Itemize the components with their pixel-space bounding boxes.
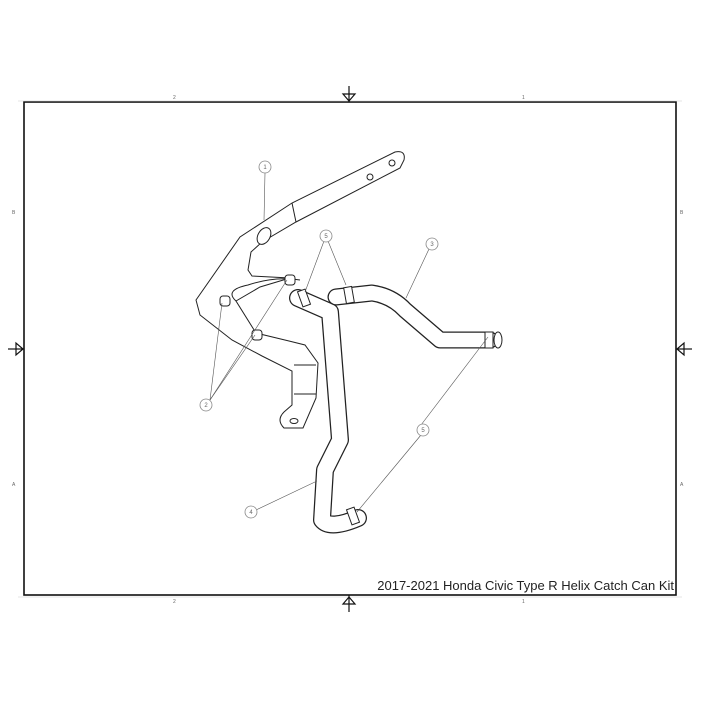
hose-lower-part: [289, 289, 367, 534]
bracket-part: [195, 151, 405, 429]
zone-label: 1: [522, 95, 525, 101]
zone-label: A: [12, 482, 16, 488]
balloon: 3: [425, 237, 439, 251]
center-mark-left-icon: [8, 341, 24, 357]
drawing-title: 2017-2021 Honda Civic Type R Helix Catch…: [377, 578, 674, 593]
center-mark-bottom-icon: [341, 595, 357, 612]
zone-label: B: [12, 210, 16, 216]
center-mark-right-icon: [676, 341, 692, 357]
balloon: 1: [258, 160, 272, 174]
svg-text:3: 3: [430, 242, 434, 248]
svg-text:2: 2: [204, 403, 208, 409]
balloon: 5: [319, 229, 333, 243]
balloon: 5: [416, 423, 430, 437]
svg-text:1: 1: [263, 165, 267, 171]
zone-label: A: [680, 482, 684, 488]
center-mark-top-icon: [341, 86, 357, 102]
zone-label: B: [680, 210, 684, 216]
zone-label: 2: [173, 599, 176, 605]
svg-text:5: 5: [324, 234, 328, 240]
zone-label: 2: [173, 95, 176, 101]
leader-lines: [209, 172, 489, 513]
balloon: 2: [199, 398, 213, 412]
svg-text:5: 5: [421, 428, 425, 434]
hose-clamp-part: [296, 285, 503, 526]
hose-right-part: [327, 284, 499, 349]
balloon: 4: [244, 505, 258, 519]
zone-label: 1: [522, 599, 525, 605]
svg-text:4: 4: [249, 510, 253, 516]
